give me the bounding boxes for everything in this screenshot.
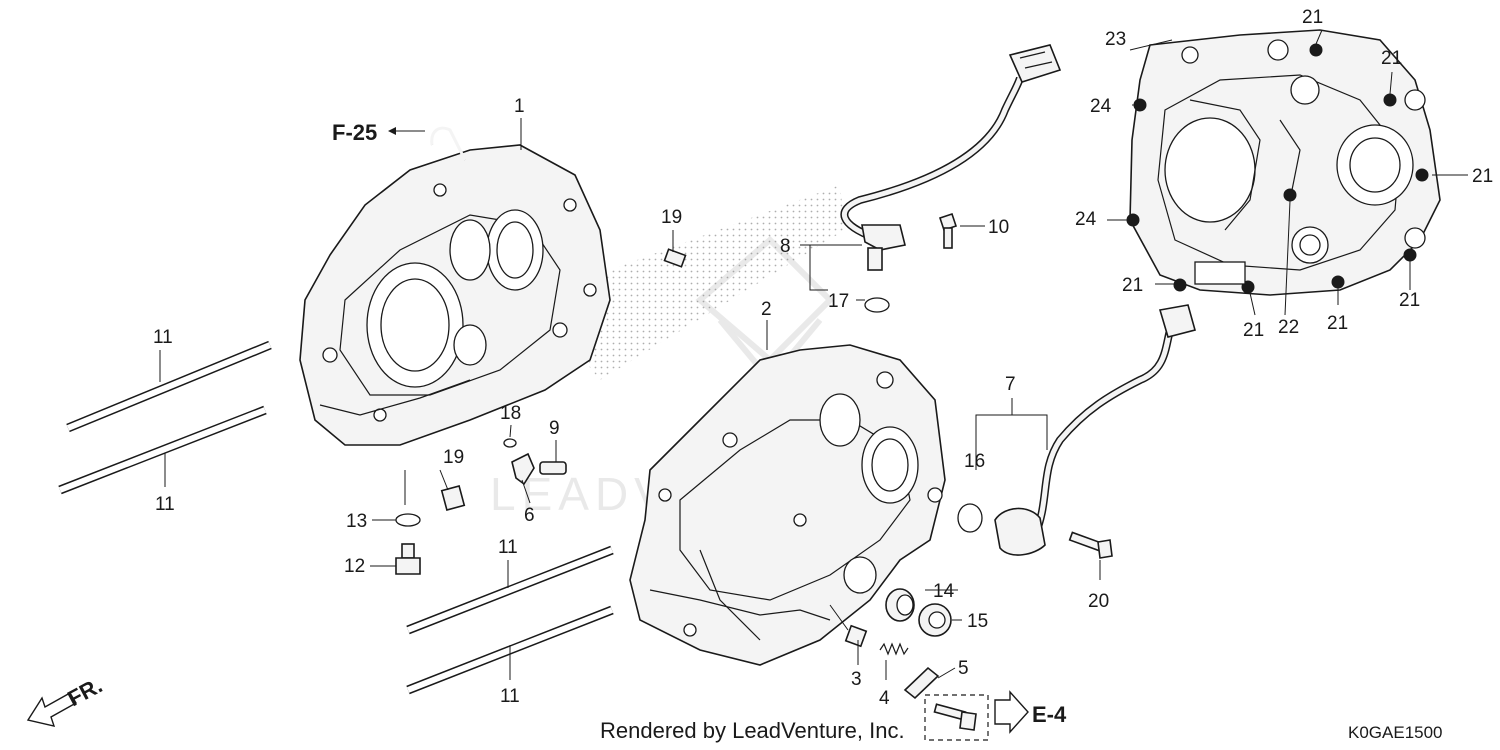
bolt-10 — [938, 212, 958, 249]
ref-e4: E-4 — [1032, 702, 1067, 727]
dowel-pin-19-a — [663, 248, 687, 268]
diagram-code: K0GAE1500 — [1348, 723, 1443, 742]
callout-21-e: 21 — [1327, 313, 1348, 334]
side-cover — [1126, 29, 1441, 296]
ref-f25: F-25 — [332, 120, 377, 145]
callout-1: 1 — [514, 96, 525, 117]
e4-reference-box — [924, 694, 989, 741]
callout-21-b: 21 — [1381, 48, 1402, 69]
leader-lines — [159, 29, 1468, 680]
o-ring-17 — [864, 297, 890, 313]
callout-21-d: 21 — [1399, 290, 1420, 311]
spring-4 — [879, 642, 909, 656]
callout-11-d: 11 — [500, 686, 520, 707]
dowel-pin-19-b — [440, 485, 466, 511]
callout-11-c: 11 — [498, 537, 518, 558]
callout-2: 2 — [761, 299, 772, 320]
washer-13 — [395, 513, 421, 527]
callout-3: 3 — [851, 669, 862, 690]
callout-numbers: 1 2 3 4 5 6 7 8 9 10 11 11 11 11 12 13 1… — [153, 7, 1493, 709]
explosion-dotted-band — [560, 185, 845, 380]
callout-10: 10 — [988, 217, 1009, 238]
callout-11-a: 11 — [153, 327, 173, 348]
callout-24-b: 24 — [1075, 209, 1097, 230]
callout-6: 6 — [524, 505, 535, 526]
callout-20: 20 — [1088, 591, 1109, 612]
callout-11-b: 11 — [155, 494, 175, 515]
front-arrow-icon — [26, 692, 77, 727]
callout-21-a: 21 — [1302, 7, 1323, 28]
washer-18 — [503, 438, 517, 448]
plate-5 — [903, 666, 940, 700]
callout-21-f: 21 — [1243, 320, 1264, 341]
callout-21-g: 21 — [1122, 275, 1143, 296]
callout-18: 18 — [500, 403, 521, 424]
o-ring-16 — [957, 503, 983, 533]
callout-13: 13 — [346, 511, 367, 532]
callout-12: 12 — [344, 556, 365, 577]
drain-bolt-12 — [395, 543, 421, 575]
callout-4: 4 — [879, 688, 890, 709]
callout-22: 22 — [1278, 317, 1299, 338]
footer-credit: Rendered by LeadVenture, Inc. — [600, 718, 905, 743]
callout-19-b: 19 — [443, 447, 464, 468]
bolt-9 — [539, 461, 567, 475]
stud-11-b — [58, 405, 267, 495]
callout-21-c: 21 — [1472, 166, 1493, 187]
stud-11-a — [66, 340, 272, 433]
plunger-3 — [844, 624, 868, 648]
callout-7: 7 — [1005, 374, 1016, 395]
sensor-8-harness — [840, 44, 1062, 271]
callout-5: 5 — [958, 658, 969, 679]
left-crankcase — [299, 126, 611, 446]
callout-14: 14 — [933, 581, 955, 602]
plate-6 — [511, 452, 535, 486]
bolt-20 — [1068, 531, 1113, 559]
stud-11-c — [406, 545, 614, 635]
callout-16: 16 — [964, 451, 985, 472]
e4-arrow-icon — [994, 690, 1029, 734]
e4-bolt — [933, 703, 977, 731]
callout-15: 15 — [967, 611, 988, 632]
callout-8: 8 — [780, 236, 791, 257]
callout-9: 9 — [549, 418, 560, 439]
f25-arrow-icon — [388, 127, 425, 135]
callout-24-a: 24 — [1090, 96, 1112, 117]
callout-17: 17 — [828, 291, 849, 312]
callout-19-a: 19 — [661, 207, 682, 228]
right-crankcase — [629, 344, 946, 666]
seal-15 — [918, 603, 952, 637]
bearing-14 — [885, 588, 915, 622]
sensor-7-harness — [994, 304, 1196, 556]
callout-23: 23 — [1105, 29, 1126, 50]
